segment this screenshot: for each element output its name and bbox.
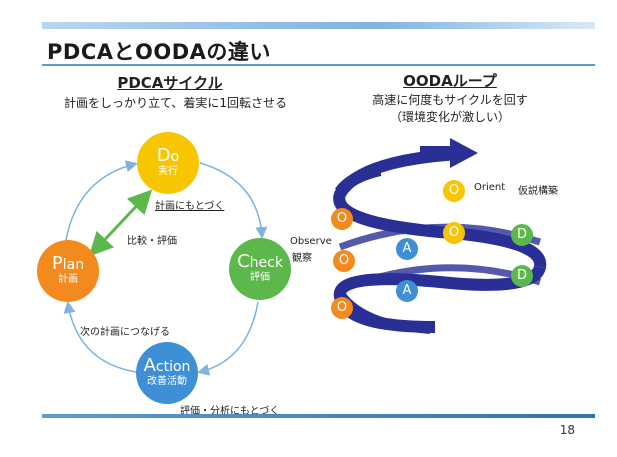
check-rest: heck xyxy=(249,255,283,271)
ooda-o-1: O xyxy=(331,208,353,230)
ooda-orient-2: O xyxy=(443,222,465,244)
plan-cap: P xyxy=(51,253,63,274)
ooda-subtitle-line2: （環境変化が激しい） xyxy=(389,110,510,124)
action-cap: A xyxy=(143,355,156,376)
slide-title: PDCAとOODAの違い xyxy=(47,40,271,64)
ooda-d-2: D xyxy=(511,265,533,287)
ooda-a-2: A xyxy=(396,280,418,302)
do-cap: D xyxy=(156,145,171,166)
plan-rest: lan xyxy=(62,257,85,273)
arrow-plan-to-do xyxy=(65,160,138,241)
arrow-check-to-action xyxy=(197,301,259,376)
bottom-accent-bar xyxy=(42,414,595,418)
label-do-check: 計画にもとづく xyxy=(155,201,225,212)
spiral-arrowhead xyxy=(450,138,478,168)
title-rule xyxy=(42,64,595,66)
observe-jp: 観察 xyxy=(292,253,312,264)
top-accent-bar xyxy=(42,22,595,29)
action-sub: 改善活動 xyxy=(147,376,187,387)
do-rest: o xyxy=(170,149,180,165)
ooda-o-2: O xyxy=(333,250,355,272)
ooda-heading: OODAループ xyxy=(403,72,497,90)
plan-sub: 計画 xyxy=(58,274,78,285)
ooda-a-1: A xyxy=(396,238,418,260)
ooda-subtitle: 高速に何度もサイクルを回す （環境変化が激しい） xyxy=(345,92,555,126)
ooda-d-1: D xyxy=(511,224,533,246)
label-action-bottom: 評価・分析にもとづく xyxy=(180,406,280,417)
ooda-subtitle-line1: 高速に何度もサイクルを回す xyxy=(372,93,528,107)
action-rest: ction xyxy=(155,359,191,375)
pdca-plan-circle: Plan 計画 xyxy=(37,240,99,302)
pdca-check-circle: Check 評価 xyxy=(229,238,291,300)
do-sub: 実行 xyxy=(158,166,178,177)
check-cap: C xyxy=(237,251,250,272)
ooda-orient-1: O xyxy=(443,180,465,202)
observe-label: Observe xyxy=(290,236,332,247)
pdca-action-circle: Action 改善活動 xyxy=(136,342,198,404)
label-plan-action: 次の計画につなげる xyxy=(80,327,170,338)
pdca-subtitle: 計画をしっかり立て、着実に1回転させる xyxy=(63,96,288,110)
orient-label: Orient xyxy=(474,182,506,193)
page-number: 18 xyxy=(559,423,575,437)
check-sub: 評価 xyxy=(250,272,270,283)
ooda-o-3: O xyxy=(331,297,353,319)
arrow-do-to-check xyxy=(199,162,268,239)
orient-jp: 仮説構築 xyxy=(518,186,558,197)
arrow-action-to-plan xyxy=(63,301,137,373)
arrow-compare xyxy=(88,189,153,257)
label-compare: 比較・評価 xyxy=(127,236,177,247)
pdca-do-circle: Do 実行 xyxy=(137,132,199,194)
pdca-heading: PDCAサイクル xyxy=(117,74,223,92)
